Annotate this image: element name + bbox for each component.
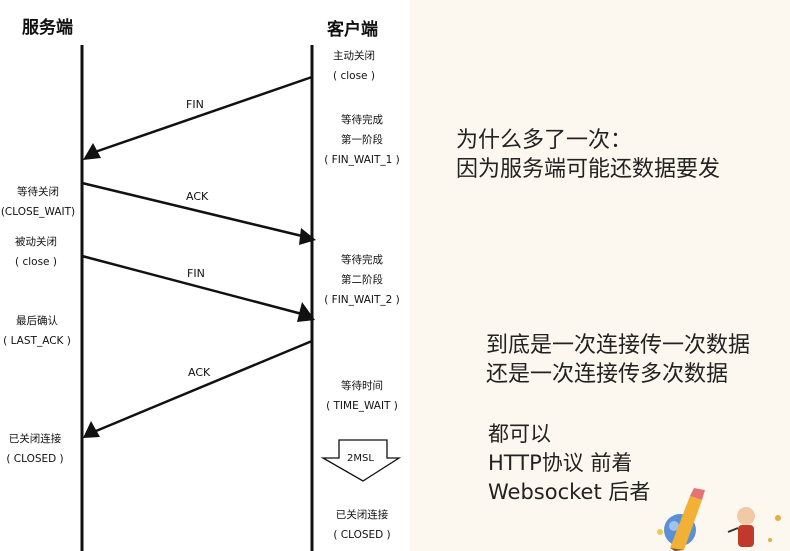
- server-state-close-code: ( close ): [15, 256, 57, 268]
- tcp-close-diagram: 服务端 客户端 主动关闭 ( close ) 等待完成 第一阶段 ( FIN_W…: [0, 18, 408, 551]
- fin-arrowhead-1: [83, 143, 101, 160]
- ack-arrow-1: [81, 181, 303, 238]
- server-state-closed-name: 已关闭连接: [8, 433, 62, 445]
- client-state-closed-code: ( CLOSED ): [333, 529, 391, 541]
- server-state-close: 被动关闭 ( close ): [0, 232, 72, 272]
- client-state-close-name: 主动关闭: [333, 50, 375, 62]
- fin-arrow-2: [81, 254, 303, 316]
- conclusion-note: 都可以 HTTP协议 前着 Websocket 后者: [488, 420, 650, 507]
- client-header: 客户端: [327, 20, 378, 40]
- sequence-lines: [80, 45, 402, 551]
- conclusion-line-2: HTTP协议 前着: [488, 451, 633, 475]
- notes-panel: 为什么多了一次： 因为服务端可能还数据要发 到底是一次连接传一次数据 还是一次连…: [410, 0, 790, 551]
- timer-label: 2MSL: [347, 453, 374, 464]
- message-label-ack-2: ACK: [188, 366, 211, 379]
- question-line-1: 为什么多了一次：: [456, 128, 633, 153]
- answer-line-2: 还是一次连接传多次数据: [486, 362, 729, 387]
- client-state-fin-wait-1-code: ( FIN_WAIT_1 ): [324, 154, 400, 166]
- answer-note: 到底是一次连接传一次数据 还是一次连接传多次数据: [486, 331, 750, 389]
- server-state-closed-code: ( CLOSED ): [6, 453, 64, 465]
- client-state-time-wait: 等待时间 ( TIME_WAIT ): [316, 376, 408, 416]
- ack-arrowhead-2: [83, 421, 100, 438]
- server-state-close-wait-code: (CLOSE_WAIT): [0, 206, 76, 218]
- client-state-close-code: ( close ): [333, 70, 375, 82]
- client-state-closed: 已关闭连接 ( CLOSED ): [316, 505, 408, 545]
- server-state-last-ack-code: ( LAST_ACK ): [3, 335, 71, 347]
- person-icon: [737, 507, 755, 525]
- message-label-ack-1: ACK: [186, 190, 209, 203]
- server-state-last-ack-name: 最后确认: [16, 315, 58, 327]
- client-state-fin-wait-2: 等待完成 第二阶段 ( FIN_WAIT_2 ): [316, 250, 408, 310]
- question-note: 为什么多了一次： 因为服务端可能还数据要发: [456, 126, 720, 184]
- client-state-fin-wait-1-line2: 第一阶段: [341, 134, 383, 146]
- server-state-close-wait: 等待关闭 (CLOSE_WAIT): [0, 182, 76, 222]
- server-state-close-name: 被动关闭: [15, 236, 57, 248]
- client-state-fin-wait-1: 等待完成 第一阶段 ( FIN_WAIT_1 ): [316, 110, 408, 170]
- client-state-fin-wait-2-line1: 等待完成: [341, 254, 383, 266]
- client-state-time-wait-name: 等待时间: [341, 380, 383, 392]
- pencil-illustration: [657, 488, 781, 551]
- server-state-closed: 已关闭连接 ( CLOSED ): [0, 429, 70, 469]
- question-line-2: 因为服务端可能还数据要发: [456, 157, 721, 182]
- client-state-closed-name: 已关闭连接: [335, 509, 389, 521]
- ack-arrow-2: [95, 339, 313, 433]
- pencil-icon: [670, 496, 702, 550]
- client-state-fin-wait-2-code: ( FIN_WAIT_2 ): [324, 294, 400, 306]
- client-state-close: 主动关闭 ( close ): [322, 46, 386, 86]
- server-state-close-wait-name: 等待关闭: [17, 186, 59, 198]
- conclusion-line-3: Websocket 后者: [488, 480, 651, 504]
- answer-line-1: 到底是一次连接传一次数据: [486, 333, 751, 358]
- client-state-fin-wait-2-line2: 第二阶段: [341, 274, 383, 286]
- ack-arrowhead-1: [299, 228, 316, 245]
- conclusion-line-1: 都可以: [488, 422, 551, 446]
- client-state-fin-wait-1-line1: 等待完成: [341, 114, 383, 126]
- client-state-time-wait-code: ( TIME_WAIT ): [326, 400, 398, 412]
- fin-arrow-1: [94, 75, 313, 154]
- message-label-fin-2: FIN: [187, 267, 205, 280]
- message-label-fin-1: FIN: [186, 98, 204, 111]
- server-header: 服务端: [22, 18, 73, 38]
- timer-arrow-icon: [320, 439, 402, 482]
- fin-arrowhead-2: [297, 302, 315, 322]
- server-state-last-ack: 最后确认 ( LAST_ACK ): [0, 311, 74, 351]
